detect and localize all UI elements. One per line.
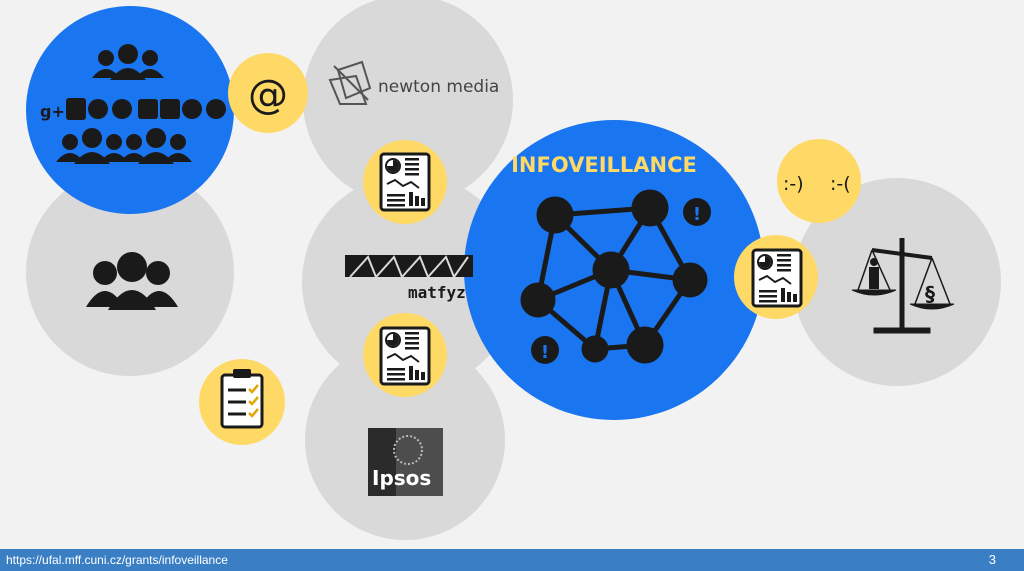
people-icon-left	[86, 252, 178, 310]
matfyz-circle	[302, 174, 518, 390]
page-number: 3	[988, 552, 996, 567]
smile-emoticon: :-)	[783, 173, 804, 195]
gplus-icon: g+	[40, 102, 65, 121]
at-small-icon	[182, 99, 202, 119]
justice-scales-icon	[851, 238, 955, 334]
at-circle	[228, 53, 308, 133]
rss-icon	[112, 99, 132, 119]
emoticons-circle	[777, 139, 861, 223]
alert-text-bottom: !	[541, 342, 549, 363]
infoveillance-title: INFOVEILLANCE	[511, 153, 697, 177]
youtube-icon	[66, 98, 86, 120]
flickr-icon	[138, 99, 158, 119]
pinterest-icon	[88, 99, 108, 119]
network-graph-icon	[520, 189, 708, 364]
report-icon-right	[751, 248, 803, 308]
newton-media-label: newton media	[378, 77, 499, 97]
alert-icon-top	[683, 198, 711, 226]
ipsos-logo-icon	[368, 428, 443, 496]
newton-media-circle	[303, 0, 513, 205]
checklist-icon	[220, 369, 264, 429]
footer-url[interactable]: https://ufal.mff.cuni.cz/grants/infoveil…	[6, 553, 228, 567]
alert-text-top: !	[693, 204, 701, 225]
report-icon-top	[379, 152, 431, 212]
ipsos-label: Ipsos	[372, 466, 431, 490]
newton-media-logo-icon	[328, 60, 372, 105]
footer-bar: https://ufal.mff.cuni.cz/grants/infoveil…	[0, 549, 1024, 571]
matfyz-logo-icon	[345, 255, 473, 280]
paragraph-sign: §	[925, 282, 935, 306]
social-icons-row: g+	[40, 98, 226, 121]
law-circle	[793, 178, 1001, 386]
px-icon	[206, 99, 226, 119]
at-label: @	[248, 72, 288, 118]
frown-emoticon: :-(	[830, 173, 851, 195]
vk-icon	[160, 99, 180, 119]
report-icon-bottom	[379, 326, 431, 386]
alert-icon-bottom	[531, 336, 559, 364]
matfyz-label: matfyz	[408, 283, 466, 302]
